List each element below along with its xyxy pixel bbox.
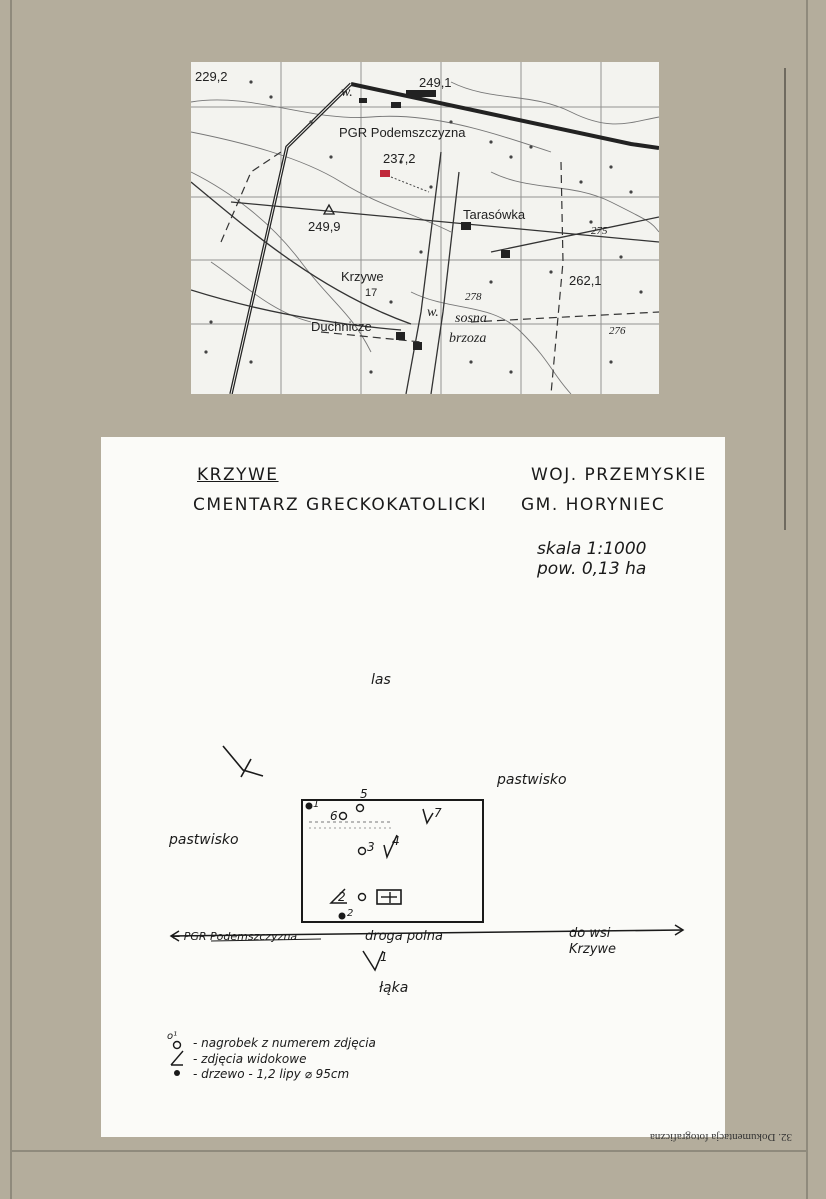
map-place-krzywe: Krzywe [341, 269, 384, 284]
south-label-meadow: łąka [379, 980, 409, 996]
road-label-pgr: ← PGR Podemszczyzna [171, 930, 298, 943]
map-place-duchnicze: Duchnicze [311, 319, 372, 334]
cemetery-plan-sheet: KRZYWE CMENTARZ GRECKOKATOLICKI WOJ. PRZ… [101, 437, 725, 1137]
map-height-2: 249,1 [419, 75, 452, 90]
village-title: KRZYWE [197, 465, 279, 485]
legend-tree: - drzewo - 1,2 lipy ⌀ 95cm [193, 1067, 350, 1081]
commune-label: GM. HORYNIEC [521, 495, 666, 515]
legend-symbol-view: ∠̲ [167, 1049, 176, 1059]
west-label-pasture: pastwisko [169, 832, 239, 848]
bottom-border-line [10, 1150, 808, 1152]
east-label-pasture: pastwisko [497, 772, 567, 788]
map-height-1: 229,2 [195, 69, 228, 84]
tree-number-2: 2 [347, 908, 354, 919]
map-place-brzoza: brzoza [449, 331, 487, 346]
map-drawing [191, 62, 659, 394]
footer-caption: 32. Dokumentacja fotograficzna [649, 1131, 792, 1143]
map-place-pgr: PGR Podemszczyzna [339, 125, 466, 140]
map-height-3: 237,2 [383, 151, 416, 166]
scale-label: skala 1:1000 [537, 539, 647, 559]
voivodeship-label: WOJ. PRZEMYSKIE [531, 465, 707, 485]
view-mark-number-4: 4 [392, 834, 400, 848]
map-place-w-1: w. [341, 85, 353, 100]
map-height-8: 276 [609, 325, 626, 337]
map-height-4: 249,9 [308, 219, 341, 234]
road-label-field-road: droga polna [365, 929, 443, 944]
cemetery-title: CMENTARZ GRECKOKATOLICKI [193, 495, 488, 515]
legend-view-photos: - zdjęcia widokowe [193, 1052, 307, 1066]
legend-grave: - nagrobek z numerem zdjęcia [193, 1036, 376, 1050]
right-border-line [806, 0, 808, 1199]
legend-symbol-grave: o¹ [167, 1031, 178, 1042]
topographic-map: 229,2 249,1 PGR Podemszczyzna 237,2 249,… [191, 62, 659, 394]
area-label: pow. 0,13 ha [537, 559, 647, 579]
view-mark-number-7: 7 [434, 806, 442, 820]
road-label-krzywe: Krzywe [569, 942, 617, 957]
map-height-5: 275 [591, 225, 608, 237]
right-edge-line [784, 68, 786, 530]
map-height-9: 17 [365, 287, 378, 299]
map-height-7: 278 [465, 291, 482, 303]
north-label-forest: las [371, 672, 391, 688]
legend-symbol-tree: ● [167, 1066, 176, 1076]
map-height-6: 262,1 [569, 273, 602, 288]
cemetery-plan-drawing [169, 745, 685, 1076]
grave-number-6: 6 [330, 809, 338, 823]
left-edge-line [10, 0, 12, 1199]
grave-number-3: 3 [367, 840, 375, 854]
tree-number-1: 1 [313, 799, 320, 810]
view-mark-number-1: 1 [380, 950, 388, 964]
grave-number-5: 5 [360, 787, 368, 801]
map-place-sosna: sosna [455, 311, 487, 326]
map-place-tarasowka: Tarasówka [463, 207, 526, 222]
map-place-w-2: w. [427, 305, 439, 320]
road-label-to-village: do wsi [569, 926, 611, 941]
view-mark-number-2: 2 [338, 890, 346, 904]
